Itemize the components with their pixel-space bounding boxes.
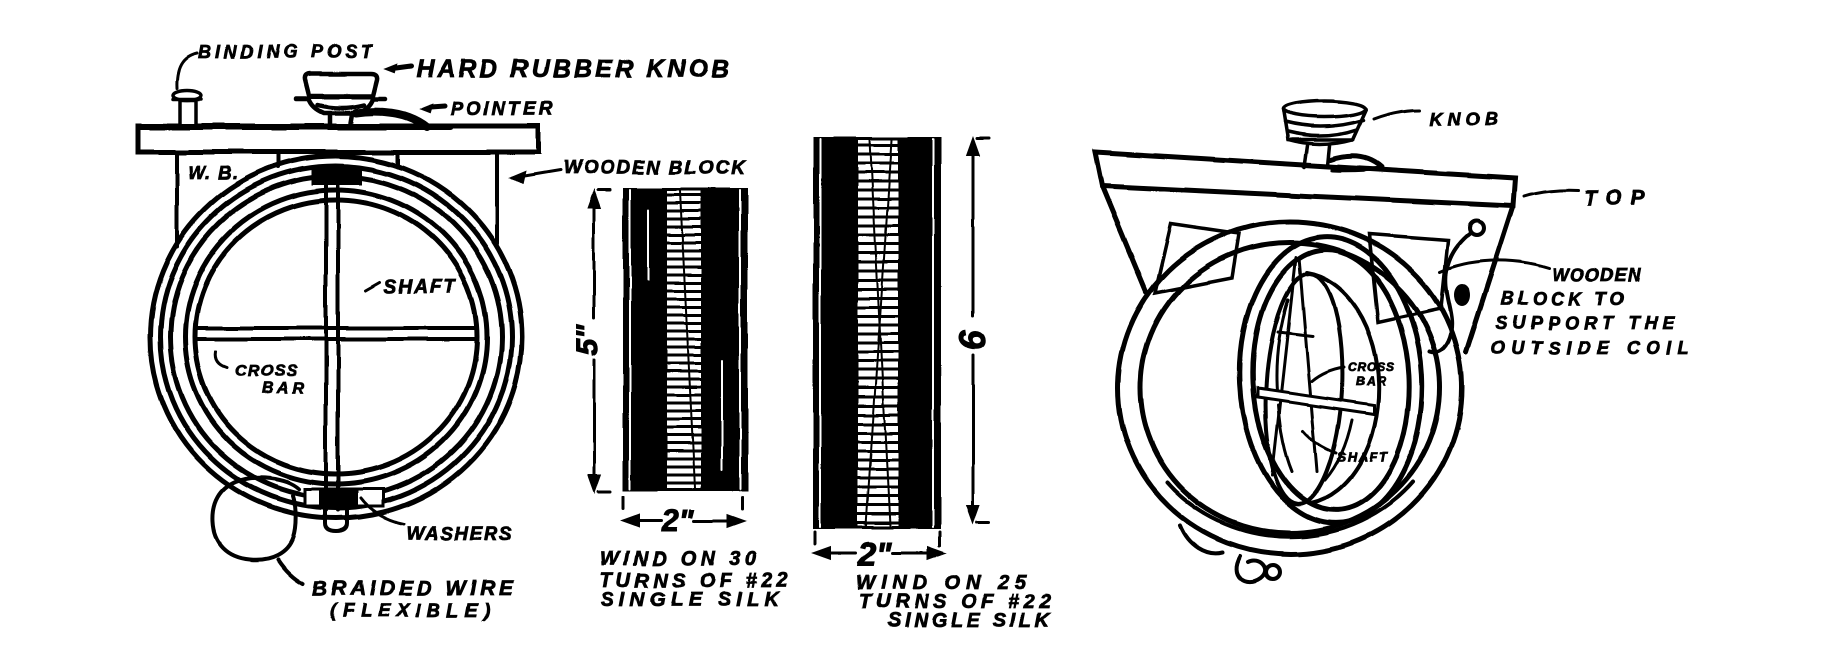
svg-text:6: 6 — [952, 330, 993, 351]
svg-text:SHAFT: SHAFT — [384, 277, 456, 298]
svg-text:POINTER: POINTER — [450, 99, 553, 120]
svg-text:BAR: BAR — [262, 380, 304, 397]
svg-text:SUPPORT THE: SUPPORT THE — [1496, 313, 1675, 333]
svg-text:CROSS: CROSS — [235, 363, 297, 380]
svg-text:CROSS: CROSS — [1348, 360, 1394, 374]
svg-text:TOP: TOP — [1584, 187, 1646, 210]
svg-text:BLOCK TO: BLOCK TO — [1501, 289, 1623, 309]
svg-text:BINDING POST: BINDING POST — [198, 42, 374, 62]
svg-text:W. B.: W. B. — [188, 163, 237, 183]
svg-text:2": 2" — [857, 536, 892, 572]
svg-text:TURNS OF #22: TURNS OF #22 — [859, 591, 1051, 613]
svg-text:WOODEN BLOCK: WOODEN BLOCK — [563, 158, 746, 179]
svg-text:5": 5" — [571, 324, 604, 356]
svg-text:TURNS OF #22: TURNS OF #22 — [600, 570, 788, 592]
svg-text:WOODEN: WOODEN — [1552, 265, 1641, 285]
svg-text:2": 2" — [661, 503, 695, 538]
svg-text:SHAFT: SHAFT — [1337, 449, 1388, 464]
svg-text:WASHERS: WASHERS — [406, 524, 512, 545]
svg-text:OUTSIDE COIL: OUTSIDE COIL — [1491, 338, 1689, 358]
svg-text:BAR: BAR — [1356, 374, 1386, 388]
